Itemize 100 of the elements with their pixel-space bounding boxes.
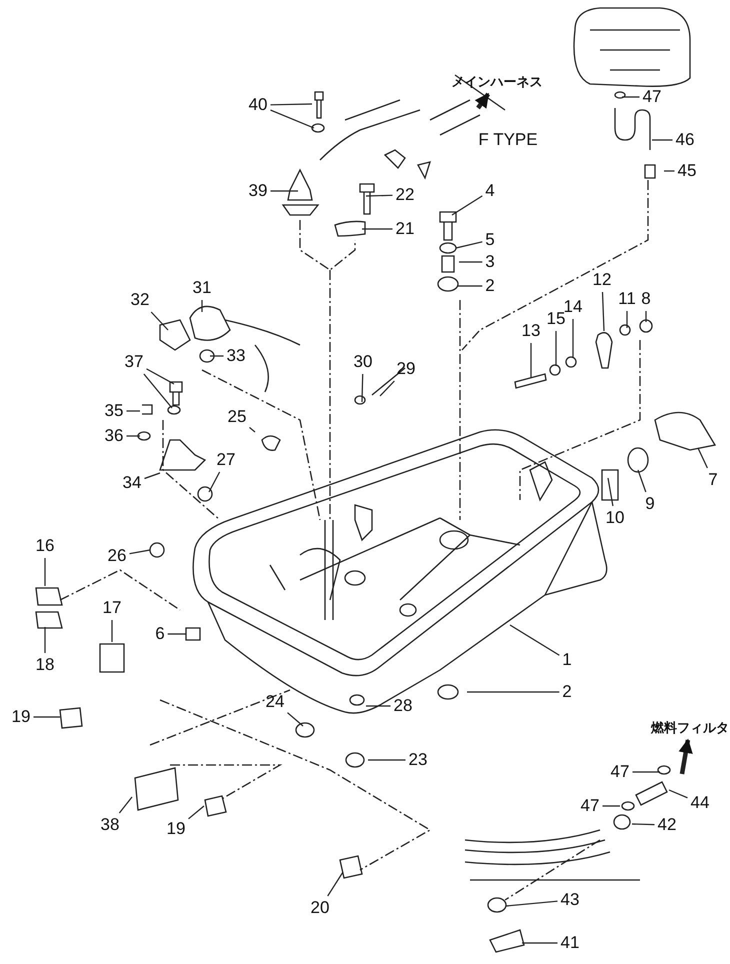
leader-line [144, 472, 160, 480]
callout-number: 47 [580, 796, 600, 816]
callout-number: 41 [560, 933, 580, 953]
leader-line [270, 103, 312, 106]
leader-line [664, 170, 674, 172]
callout-number: 27 [216, 450, 236, 470]
leader-line [146, 368, 174, 385]
leader-line [467, 691, 560, 693]
callout-number: 35 [104, 401, 124, 421]
leader-line [34, 716, 60, 718]
callout-number: 28 [394, 696, 412, 716]
callout-number: 43 [560, 890, 580, 910]
callout-number: 22 [396, 185, 414, 205]
callout-number: 9 [645, 494, 655, 514]
callout-number: 47 [610, 762, 630, 782]
callout-number: 39 [248, 181, 268, 201]
callout-number: 31 [192, 278, 212, 298]
callout-number: 21 [396, 219, 414, 239]
leader-line [201, 300, 203, 312]
leader-line [459, 261, 482, 263]
destination-label: メインハーネス [452, 72, 542, 92]
leader-line [697, 448, 708, 468]
leader-line [129, 549, 150, 554]
callout-number: 30 [354, 352, 372, 372]
callout-number: 16 [36, 536, 54, 556]
leader-line [652, 139, 672, 141]
arrow [474, 92, 490, 110]
callout-number: 46 [676, 130, 694, 150]
callout-number: 45 [678, 161, 696, 181]
callout-number: 2 [562, 682, 572, 702]
leader-line [188, 806, 204, 820]
leader-line [622, 96, 640, 98]
destination-label: 燃料フィルタ [651, 718, 729, 738]
leader-line [632, 771, 660, 773]
callout-number: 42 [658, 815, 676, 835]
callout-number: 10 [606, 508, 624, 528]
callout-number: 8 [641, 289, 651, 309]
callout-number: 37 [124, 352, 144, 372]
leader-line [452, 195, 483, 216]
leader-line [632, 823, 655, 826]
callout-number: 44 [690, 793, 710, 813]
callout-number: 15 [546, 309, 566, 329]
callout-number: 24 [266, 692, 284, 712]
callout-number: 32 [130, 290, 150, 310]
callout-number: 23 [408, 750, 428, 770]
leader-line [168, 633, 186, 635]
leader-line [368, 759, 406, 761]
callout-number: 34 [122, 473, 142, 493]
leader-line [572, 319, 574, 358]
leader-line [44, 627, 46, 653]
leader-line [637, 470, 646, 492]
leader-line [118, 796, 132, 814]
leader-line [602, 292, 605, 332]
callout-number: 4 [485, 181, 495, 201]
callout-number: 19 [12, 707, 30, 727]
leader-line [270, 190, 298, 192]
leader-line [249, 426, 256, 432]
callout-number: 5 [485, 230, 495, 250]
callout-number: 11 [618, 289, 636, 309]
arrow [678, 738, 693, 774]
callout-number: 18 [36, 655, 54, 675]
callout-number: 33 [226, 346, 246, 366]
callout-number: 6 [155, 624, 165, 644]
leader-line [555, 331, 557, 366]
leader-line [150, 312, 168, 330]
leader-line [366, 705, 390, 707]
leader-line [208, 472, 220, 492]
callout-number: 2 [485, 276, 495, 296]
callout-number: 38 [100, 815, 120, 835]
leader-line [380, 380, 395, 396]
callout-number: 36 [104, 426, 124, 446]
callout-number: 26 [108, 546, 126, 566]
callout-number: 17 [102, 598, 122, 618]
leader-line [44, 558, 46, 586]
leader-line [126, 435, 140, 437]
callout-number: 40 [248, 95, 268, 115]
leader-line [602, 805, 620, 807]
callout-number: 20 [310, 898, 330, 918]
callout-number: 25 [228, 407, 246, 427]
leader-line [362, 228, 392, 230]
leader-line [366, 194, 393, 197]
leader-line [126, 410, 140, 412]
leader-line [626, 311, 628, 328]
leader-line [143, 374, 172, 408]
leader-line [645, 311, 647, 322]
leader-line [607, 478, 614, 506]
leader-line [327, 872, 344, 896]
callout-number: 12 [592, 270, 612, 290]
callout-number: 3 [485, 252, 495, 272]
callout-number: 1 [562, 650, 572, 670]
leader-line [510, 624, 560, 656]
variant-note: F TYPE [478, 130, 538, 150]
callout-number: 14 [564, 297, 582, 317]
leader-line [361, 374, 364, 402]
callout-number: 47 [642, 87, 662, 107]
leader-line [458, 285, 482, 287]
leader-line [287, 712, 304, 726]
callout-number: 29 [396, 359, 416, 379]
leader-line [668, 789, 688, 798]
leader-line [530, 343, 532, 378]
